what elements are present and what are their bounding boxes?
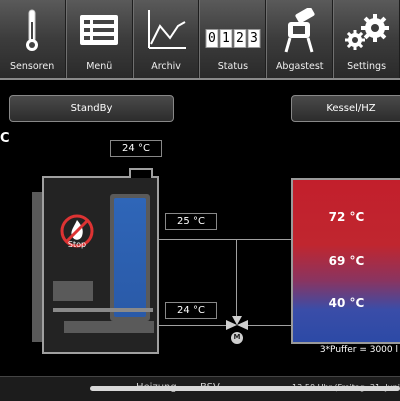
boiler-top-temperature: 24 °C [110,140,162,157]
return-pipe-right [240,325,292,326]
status-digit: 2 [233,29,247,48]
kessel-hz-button-label: Kessel/HZ [326,103,376,114]
tab-settings[interactable]: Settings [333,0,400,78]
boiler-stop-label: Stop [67,240,87,249]
tank-bottom-temperature: 40 °C [328,296,365,310]
standby-button[interactable]: StandBy [9,95,174,122]
boiler-chimney [129,168,153,178]
boiler-ash-box [53,281,93,301]
boiler[interactable]: Stop [42,168,159,354]
thermometer-icon [26,9,39,51]
status-counter-icon: 0 1 2 3 [205,29,261,48]
line-chart-icon [148,10,187,49]
return-temperature-value: 24 °C [177,305,205,316]
top-navigation: Sensoren Menü Archiv 0 1 2 3 Status [0,0,400,80]
tab-abgastest[interactable]: Abgastest [266,0,334,78]
buffer-tank-capacity: 3*Puffer = 3000 l [319,345,398,355]
return-pipe-left [159,325,234,326]
boiler-water-level [114,198,146,317]
kessel-hz-button[interactable]: Kessel/HZ [291,95,400,122]
flue-gas-probe-icon [284,8,315,53]
tab-status[interactable]: 0 1 2 3 Status [199,0,267,78]
tab-archiv-label: Archiv [151,61,181,72]
status-digit: 0 [205,29,219,48]
mixing-valve-label: M [233,333,241,341]
tab-sensoren-label: Sensoren [10,61,55,72]
buffer-tank[interactable]: 72 °C 69 °C 40 °C [291,178,400,344]
boiler-grate [64,321,154,333]
tank-top-temperature: 72 °C [328,210,365,224]
tank-middle-temperature: 69 °C [328,254,365,268]
bypass-pipe [236,239,237,321]
boiler-side-panel [32,192,42,342]
return-temperature: 24 °C [165,302,217,319]
tab-menu[interactable]: Menü [65,0,133,78]
menu-list-icon [80,15,119,45]
gear-icon [344,14,389,50]
flow-temperature: 25 °C [165,213,217,230]
boiler-base-line [53,308,153,312]
boiler-top-temperature-value: 24 °C [122,143,150,154]
stop-flame-icon [60,214,94,248]
status-digit: 3 [247,29,261,48]
truncated-label: C [0,131,10,146]
tab-settings-label: Settings [347,61,387,72]
flow-pipe [159,239,292,240]
tab-archiv[interactable]: Archiv [132,0,200,78]
tab-abgastest-label: Abgastest [275,61,324,72]
tab-status-label: Status [217,61,249,72]
horizontal-scrollbar[interactable] [90,386,400,391]
flow-temperature-value: 25 °C [177,216,205,227]
standby-button-label: StandBy [70,103,113,114]
status-digit: 1 [219,29,233,48]
tab-sensoren[interactable]: Sensoren [0,0,66,78]
mixing-valve-icon[interactable] [224,316,250,346]
tab-menu-label: Menü [86,61,113,72]
